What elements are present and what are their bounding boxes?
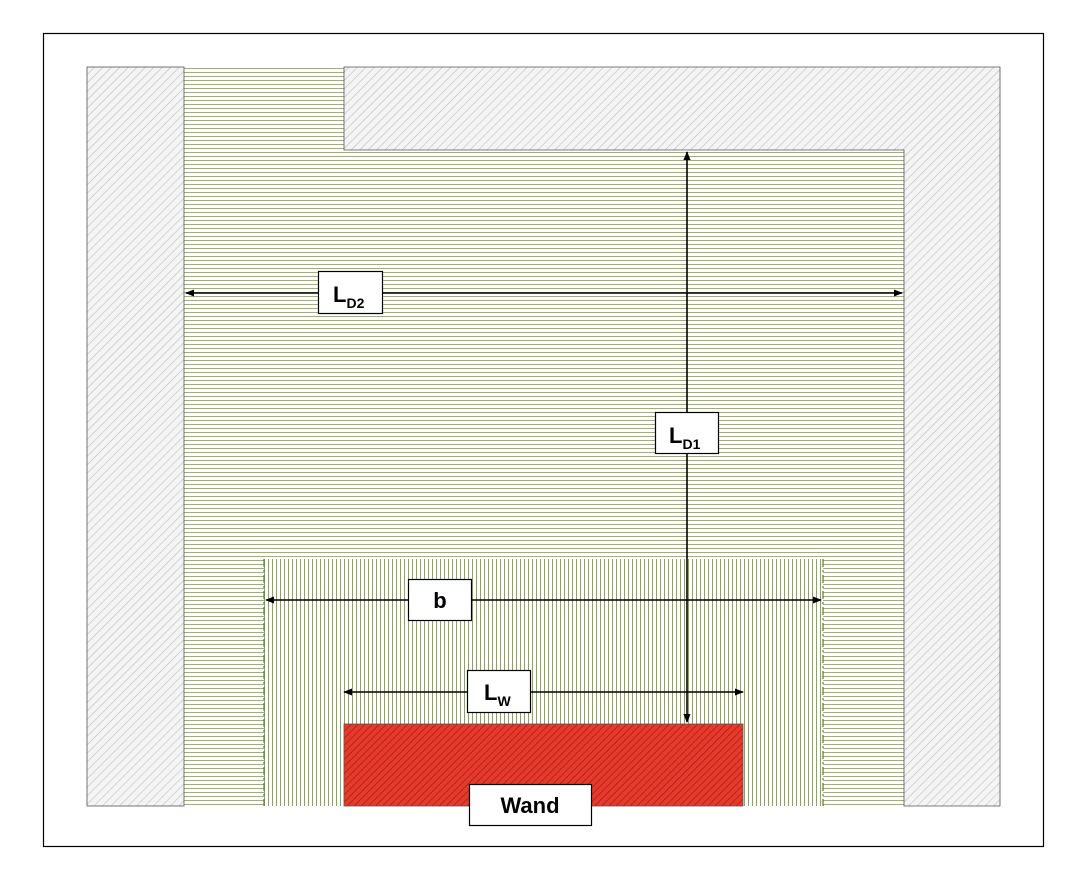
svg-text:LD2: LD2	[333, 282, 365, 311]
lw-label: LW	[466, 669, 532, 714]
ld1-label: LD1	[654, 411, 720, 455]
wand-label: Wand	[468, 783, 593, 827]
ld2-label: LD2	[317, 270, 384, 315]
top-right-wall	[343, 66, 1001, 807]
svg-text:LD1: LD1	[669, 423, 701, 452]
b-label: b	[407, 578, 473, 622]
svg-text:LW: LW	[484, 680, 511, 709]
svg-text:b: b	[433, 588, 446, 613]
left-wall	[86, 66, 185, 807]
svg-text:Wand: Wand	[500, 793, 559, 818]
